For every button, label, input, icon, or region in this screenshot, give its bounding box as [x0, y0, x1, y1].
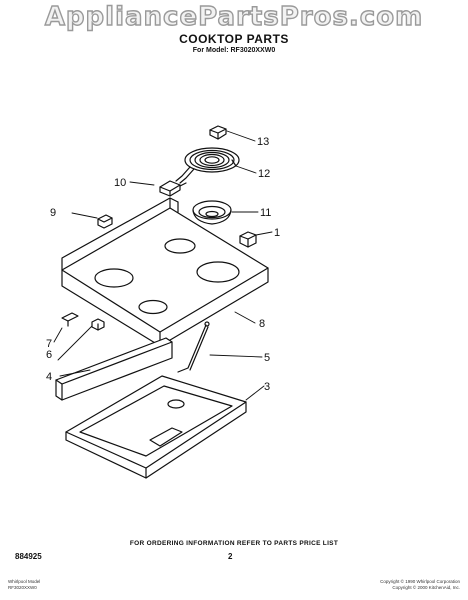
model-subtitle: For Model: RF3020XXW0 — [192, 47, 276, 54]
part-13-cap — [209, 125, 227, 140]
part-11-drip-bowl — [192, 200, 232, 225]
callout-13: 13 — [257, 136, 269, 148]
document-number: 884925 — [15, 552, 42, 561]
callout-9: 9 — [50, 207, 56, 219]
callout-1: 1 — [274, 227, 280, 239]
part-7-bracket — [61, 312, 79, 327]
page-number: 2 — [228, 552, 233, 561]
callout-4: 4 — [46, 371, 52, 383]
part-12-surface-element — [175, 147, 240, 184]
callout-10: 10 — [114, 177, 126, 189]
callout-11: 11 — [260, 207, 271, 219]
part-9-clip — [97, 214, 113, 229]
ordering-note: FOR ORDERING INFORMATION REFER TO PARTS … — [129, 540, 339, 547]
callout-12: 12 — [258, 168, 270, 180]
callout-5: 5 — [264, 352, 270, 364]
fine-print-left-line: RF3020XXW0 — [8, 585, 37, 590]
callout-numbers: 1 3 4 5 6 7 8 9 10 11 12 13 — [46, 136, 280, 393]
copyright-line: Copyright © 2000 KitchenAid, Inc. — [392, 585, 460, 590]
leader-lines — [53, 130, 273, 401]
fine-print-left: Whirlpool Model RF3020XXW0 — [8, 579, 40, 591]
part-4-trim-strip — [55, 337, 173, 401]
part-3-drip-pan — [65, 375, 247, 479]
fine-print-right: Copyright © 1990 Whirlpool Corporation C… — [380, 579, 460, 591]
page-title: COOKTOP PARTS — [179, 32, 289, 46]
part-6-clip — [91, 318, 105, 331]
part-8-cooktop — [61, 197, 269, 347]
part-10-terminal-block — [159, 180, 187, 197]
callout-8: 8 — [259, 318, 265, 330]
part-5-support-rod — [177, 321, 210, 373]
callout-6: 6 — [46, 349, 52, 361]
callout-7: 7 — [46, 338, 52, 350]
callout-3: 3 — [264, 381, 270, 393]
copyright-line: Copyright © 1990 Whirlpool Corporation — [380, 579, 460, 584]
fine-print-left-line: Whirlpool Model — [8, 579, 41, 584]
watermark: AppliancePartsPros.com — [44, 1, 424, 32]
part-1-receptacle — [239, 231, 257, 248]
